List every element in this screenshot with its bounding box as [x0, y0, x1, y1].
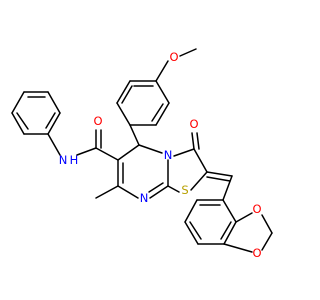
- methoxyphenyl-ring: [116, 80, 170, 126]
- benzylidene-bond: [206, 171, 233, 201]
- carboxamide-group: [76, 129, 119, 161]
- thiazole-sulfur-label: S: [181, 183, 188, 197]
- carbonyl-group: [191, 132, 200, 150]
- pyrimidine-ring: [117, 144, 169, 199]
- dioxole-ring: [223, 212, 273, 253]
- molecule-canvas: O N N S O: [11, 48, 273, 260]
- ring-nitrogen-label: N: [164, 148, 173, 162]
- dioxole-bottom-oxygen-label: O: [252, 246, 261, 260]
- methyl-bond: [95, 185, 119, 199]
- phenyl-ring: [11, 91, 61, 156]
- amide-nitrogen-label: N: [59, 153, 68, 167]
- dioxole-top-oxygen-label: O: [252, 202, 261, 216]
- amide-hydrogen-label: H: [70, 153, 79, 167]
- methoxy-group: O: [155, 48, 197, 82]
- benzodioxole-benzene-ring: [184, 199, 237, 245]
- imine-nitrogen-label: N: [140, 191, 149, 205]
- carbonyl-oxygen-label: O: [189, 117, 198, 131]
- structure-drawing: O N N S O: [11, 48, 273, 260]
- thiazole-ring: [167, 148, 208, 193]
- amide-oxygen-label: O: [93, 114, 102, 128]
- methoxy-oxygen-label: O: [169, 50, 178, 64]
- aryl-c5-bond: [129, 124, 140, 146]
